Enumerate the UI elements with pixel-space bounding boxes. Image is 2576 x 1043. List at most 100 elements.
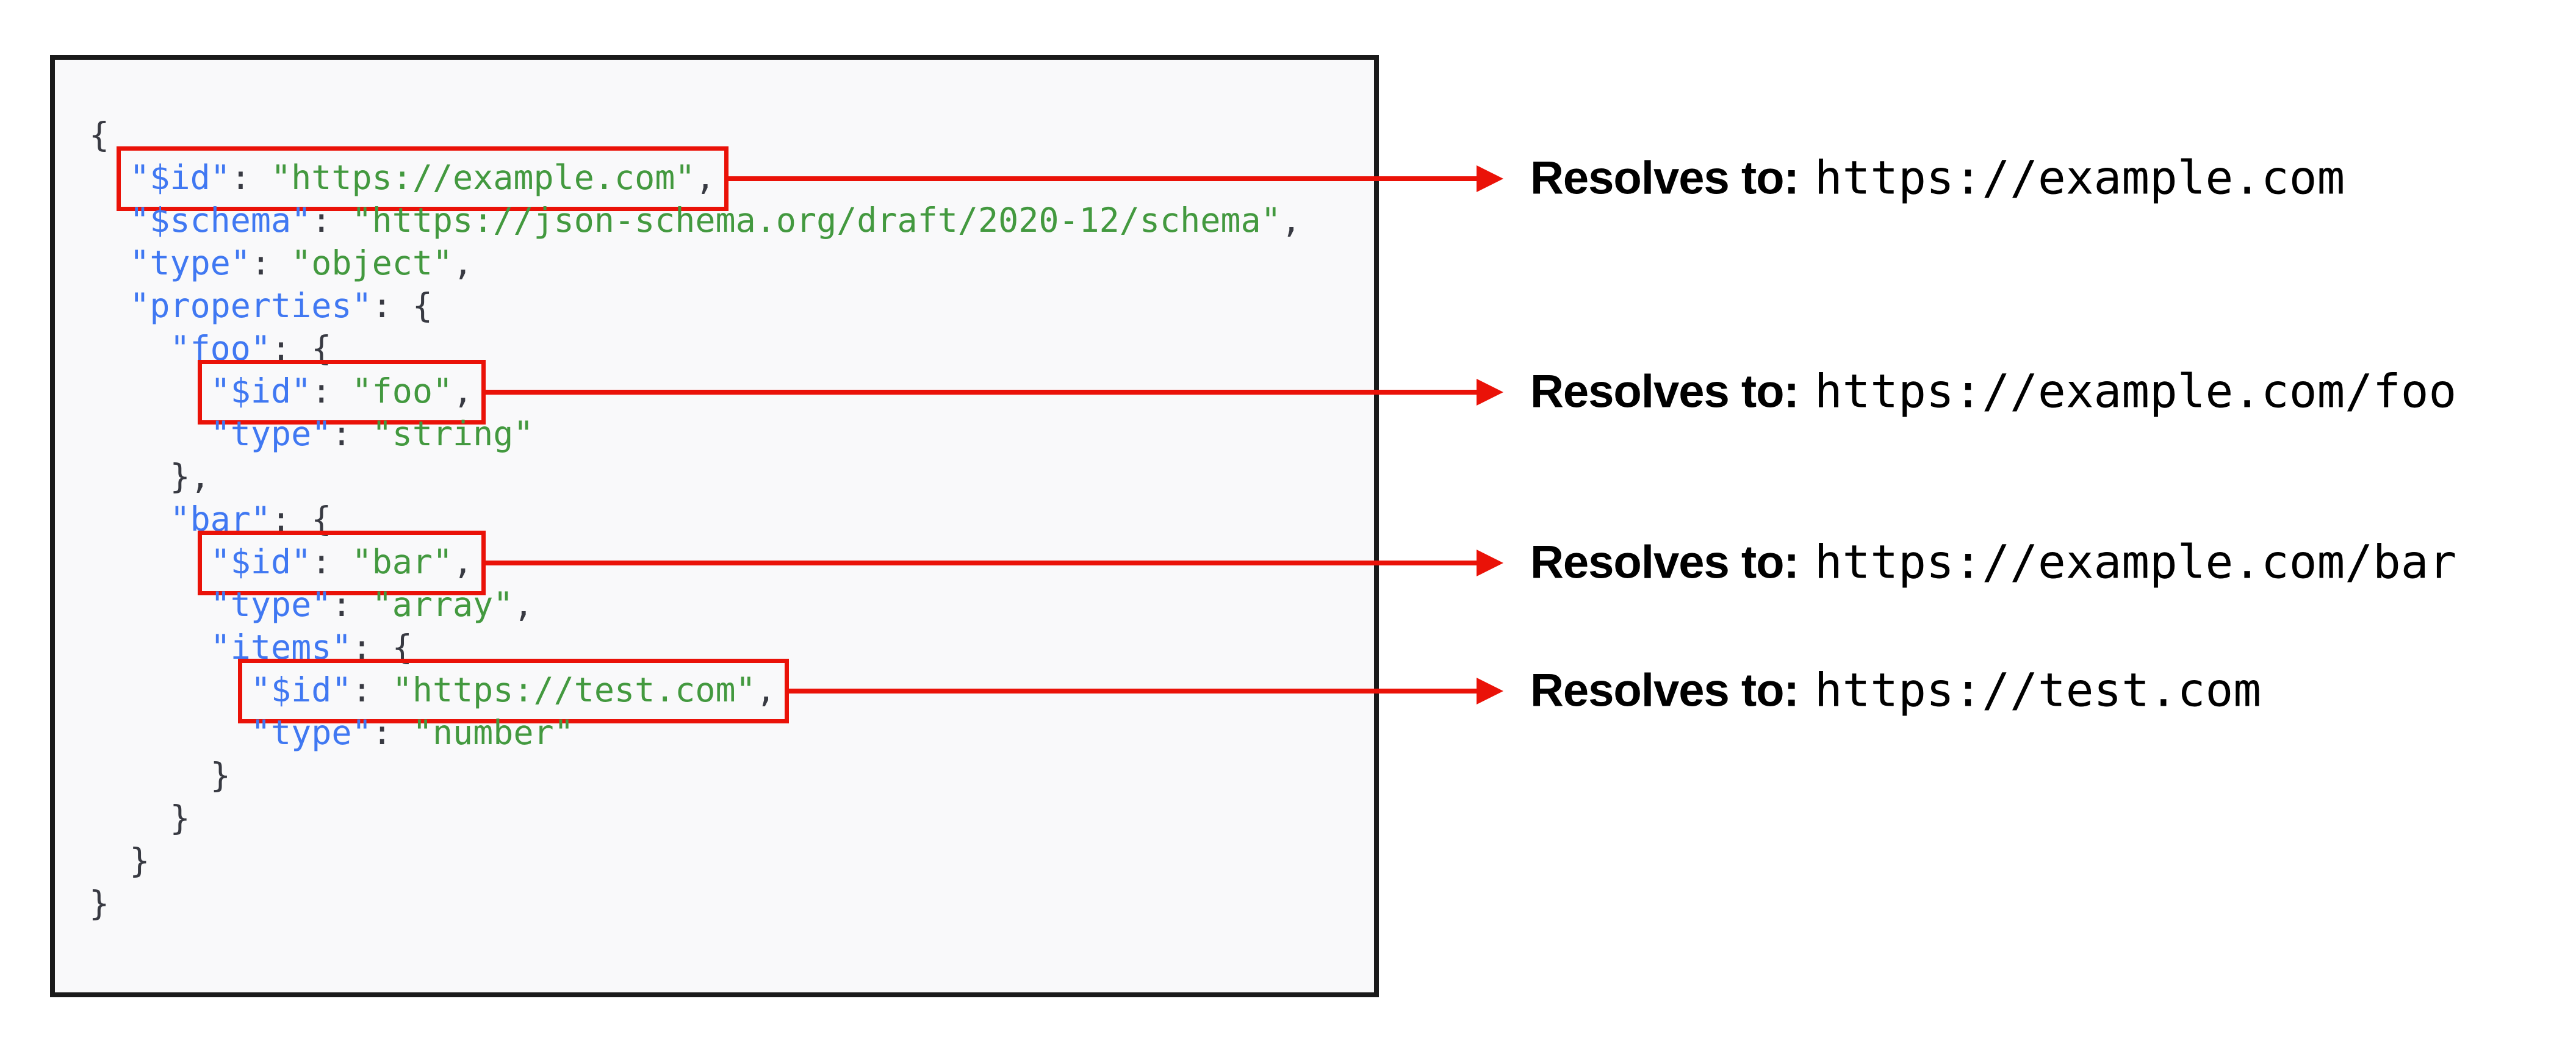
code-token: }, [170, 457, 210, 496]
code-token: : [311, 371, 352, 410]
code-token: , [1281, 201, 1301, 240]
code-token: "items" [210, 628, 352, 667]
code-indent [89, 798, 170, 837]
code-token: , [453, 243, 473, 282]
annotation-label: Resolves to: [1530, 536, 1799, 589]
code-line: } [89, 882, 1301, 925]
annotation-value: https://example.com/bar [1814, 534, 2457, 589]
code-token: "$id" [250, 670, 352, 709]
code-token: "$schema" [129, 201, 312, 240]
code-token: } [129, 841, 150, 880]
code-indent [89, 457, 170, 496]
code-token: "https://test.com" [392, 670, 756, 709]
code-token: "properties" [129, 286, 372, 325]
code-token: "$id" [210, 542, 312, 581]
code-indent [89, 585, 210, 624]
code-line: "$schema": "https://json-schema.org/draf… [89, 199, 1301, 242]
code-token: } [210, 756, 231, 795]
code-token: "type" [210, 585, 332, 624]
connector-line [483, 561, 1478, 565]
code-token: , [755, 670, 776, 709]
annotation: Resolves to: https://example.com/foo [1530, 364, 2456, 418]
arrow-right-icon [1477, 379, 1503, 406]
code-line: "$id": "https://example.com", [89, 146, 1301, 211]
code-token: : [372, 713, 412, 752]
code-line: "$id": "bar", [89, 531, 1301, 595]
code-indent [89, 371, 210, 410]
code-token: "bar" [351, 542, 453, 581]
code-indent [89, 286, 129, 325]
code-token: , [513, 585, 534, 624]
code-token: : [331, 414, 372, 453]
code-line: "foo": { [89, 327, 1301, 370]
code-token: : [230, 158, 272, 197]
code-line: "properties": { [89, 284, 1301, 327]
code-line: "$id": "https://test.com", [89, 659, 1301, 723]
code-line: "type": "number" [89, 711, 1301, 754]
annotation-label: Resolves to: [1530, 152, 1799, 204]
connector-line [785, 689, 1478, 694]
code-line: } [89, 754, 1301, 797]
annotation-value: https://test.com [1814, 662, 2262, 717]
connector-line [483, 390, 1478, 395]
code-token: { [89, 115, 110, 154]
arrow-right-icon [1477, 550, 1503, 576]
code-line: } [89, 839, 1301, 882]
highlight-box: "$id": "https://test.com", [237, 659, 789, 723]
code-token: : { [271, 500, 332, 539]
code-token: , [453, 542, 473, 581]
annotation-label: Resolves to: [1530, 365, 1799, 418]
code-indent [89, 670, 251, 709]
code-token: "type" [250, 713, 372, 752]
code-line: "$id": "foo", [89, 360, 1301, 425]
code-token: } [170, 798, 190, 837]
code-line: "type": "array", [89, 583, 1301, 626]
code-token: "bar" [170, 500, 272, 539]
code-indent [89, 414, 210, 453]
code-line: "items": { [89, 626, 1301, 668]
code-token: "type" [129, 243, 251, 282]
highlight-box: "$id": "bar", [197, 531, 486, 595]
code-indent [89, 329, 170, 368]
annotation: Resolves to: https://test.com [1530, 663, 2261, 717]
code-line: "type": "string" [89, 412, 1301, 455]
code-token: , [695, 158, 716, 197]
code-indent [89, 201, 129, 240]
code-indent [89, 628, 210, 667]
code-token: : { [271, 329, 332, 368]
code-token: "$id" [210, 371, 312, 410]
code-token: "https://json-schema.org/draft/2020-12/s… [351, 201, 1281, 240]
code-indent [89, 841, 129, 880]
code-token: "https://example.com" [271, 158, 696, 197]
code-token: "$id" [129, 158, 231, 197]
code-token: "foo" [351, 371, 453, 410]
code-block: { "$id": "https://example.com", "$schema… [89, 113, 1301, 925]
code-indent [89, 713, 251, 752]
arrow-right-icon [1477, 165, 1503, 192]
annotation-value: https://example.com/foo [1814, 364, 2457, 418]
code-line: { [89, 113, 1301, 156]
code-token: : { [351, 628, 412, 667]
code-token: : [250, 243, 292, 282]
highlight-box: "$id": "foo", [197, 360, 486, 425]
code-token: : [351, 670, 392, 709]
code-token: : [331, 585, 372, 624]
code-token: , [453, 371, 473, 410]
code-token: : [311, 542, 352, 581]
annotation: Resolves to:https://example.com [1530, 151, 2345, 205]
code-indent [89, 500, 170, 539]
connector-line [725, 176, 1478, 181]
code-panel [50, 55, 1379, 997]
annotation-label: Resolves to: [1530, 664, 1799, 717]
code-token: } [89, 884, 110, 923]
code-token: "string" [372, 414, 534, 453]
arrow-right-icon [1477, 678, 1503, 704]
code-line: } [89, 797, 1301, 839]
annotation: Resolves to: https://example.com/bar [1530, 535, 2456, 589]
code-token: "number" [412, 713, 574, 752]
code-token: "array" [372, 585, 514, 624]
code-token: "type" [210, 414, 332, 453]
code-token: "foo" [170, 329, 272, 368]
code-token: "object" [291, 243, 453, 282]
